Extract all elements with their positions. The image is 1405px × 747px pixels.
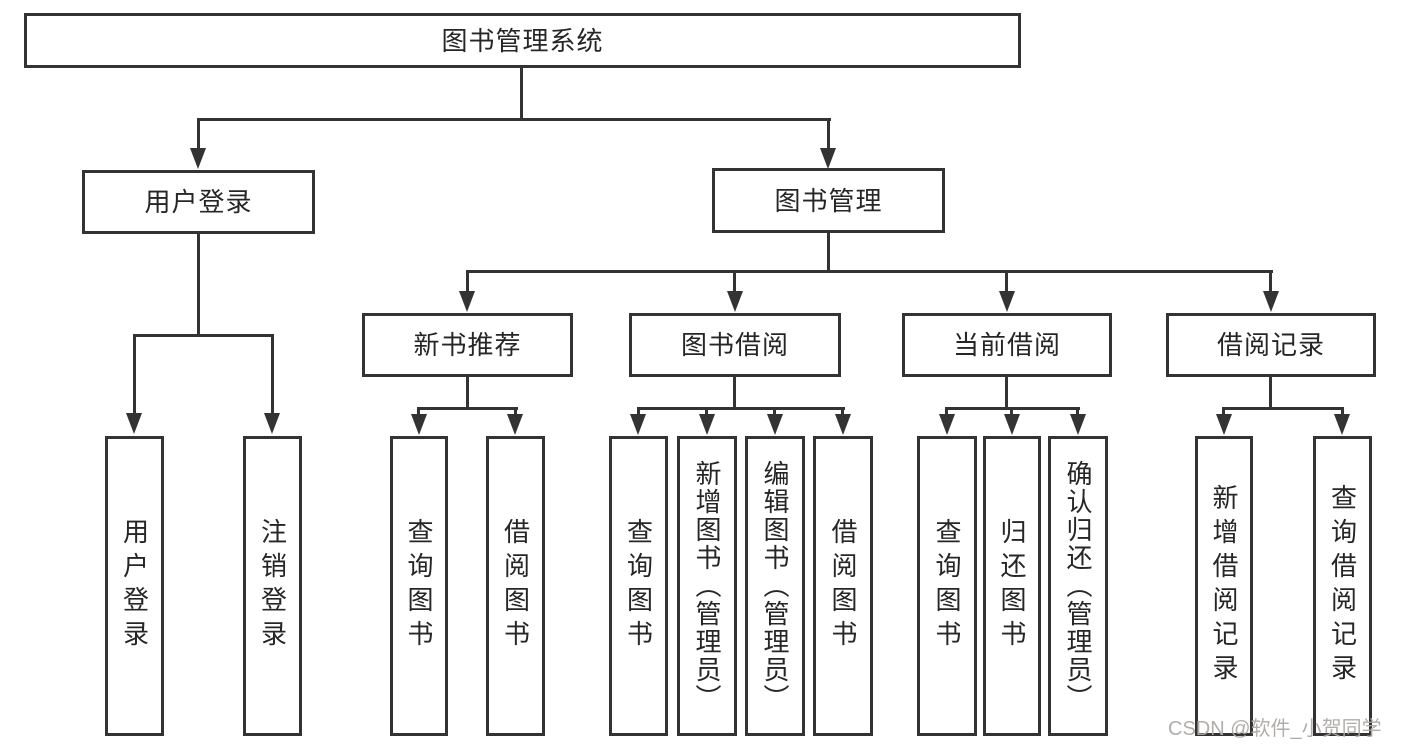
connector-root-stem: [520, 68, 523, 121]
connector-drop-new-book: [466, 273, 469, 291]
arrowhead-book-mgmt: [820, 148, 836, 169]
arrowhead-cb-confirm: [1070, 414, 1086, 435]
leaf-current-query-books: 查询图书: [917, 436, 977, 736]
leaf-newbook-borrow-books: 借阅图书: [486, 436, 545, 736]
connector-drop-bb-add: [705, 410, 708, 414]
leaf-borrow-query-books-label: 查询图书: [623, 518, 654, 654]
arrowhead-leaf-logout: [264, 413, 280, 434]
leaf-newbook-query-books: 查询图书: [390, 436, 448, 736]
leaf-current-return-books: 归还图书: [983, 436, 1041, 736]
node-borrow-records: 借阅记录: [1166, 313, 1376, 377]
connector-drop-cb-query: [945, 410, 948, 414]
arrowhead-cb-return: [1004, 414, 1020, 435]
leaf-borrow-borrow-books: 借阅图书: [813, 436, 873, 736]
leaf-borrow-edit-books-admin-label: 编辑图书（管理员）: [760, 460, 790, 712]
leaf-current-return-books-label: 归还图书: [997, 518, 1027, 654]
node-root-label: 图书管理系统: [441, 25, 604, 56]
leaf-records-add-record: 新增借阅记录: [1195, 436, 1253, 736]
node-borrow-records-label: 借阅记录: [1216, 330, 1325, 360]
arrowhead-borrow-records: [1263, 291, 1279, 312]
leaf-records-query-record-label: 查询借阅记录: [1327, 484, 1358, 688]
connector-drop-cb-return: [1010, 410, 1013, 414]
leaf-current-confirm-return-admin-label: 确认归还（管理员）: [1063, 460, 1093, 712]
connector-book-borrow-branch: [637, 407, 845, 410]
connector-drop-cb-confirm: [1076, 410, 1079, 414]
connector-new-book-branch: [417, 407, 518, 410]
leaf-newbook-borrow-books-label: 借阅图书: [500, 518, 531, 654]
connector-drop-nb-borrow: [514, 410, 517, 414]
connector-drop-leaf-logout: [271, 337, 274, 413]
arrowhead-br-add: [1216, 414, 1232, 435]
connector-drop-book-mgmt: [827, 121, 830, 148]
connector-borrow-records-stem: [1269, 377, 1272, 408]
connector-user-login-branch: [133, 334, 274, 337]
leaf-records-add-record-label: 新增借阅记录: [1209, 484, 1239, 688]
leaf-logout: 注销登录: [243, 436, 302, 736]
arrowhead-new-book: [459, 291, 475, 312]
connector-drop-br-query: [1341, 410, 1344, 414]
arrowhead-current-borrow: [999, 291, 1015, 312]
connector-drop-br-add: [1222, 410, 1225, 414]
arrowhead-book-borrow: [727, 291, 743, 312]
leaf-borrow-query-books: 查询图书: [609, 436, 668, 736]
arrowhead-user-login: [190, 148, 206, 169]
node-book-mgmt-label: 图书管理: [774, 185, 883, 216]
leaf-current-query-books-label: 查询图书: [932, 518, 962, 654]
leaf-borrow-edit-books-admin: 编辑图书（管理员）: [745, 436, 805, 736]
connector-book-mgmt-stem: [827, 233, 830, 273]
leaf-user-login: 用户登录: [105, 436, 164, 736]
node-current-borrow: 当前借阅: [902, 313, 1112, 377]
connector-book-mgmt-branch: [466, 270, 1273, 273]
connector-book-borrow-stem: [733, 377, 736, 408]
arrowhead-nb-query: [411, 414, 427, 435]
leaf-borrow-add-books-admin: 新增图书（管理员）: [677, 436, 737, 736]
watermark: CSDN @软件_小贺同学: [1168, 718, 1382, 740]
node-new-book: 新书推荐: [362, 313, 573, 377]
arrowhead-nb-borrow: [507, 414, 523, 435]
connector-drop-borrow-records: [1269, 273, 1272, 291]
connector-borrow-records-branch: [1222, 407, 1344, 410]
connector-current-borrow-stem: [1005, 377, 1008, 408]
arrowhead-cb-query: [939, 414, 955, 435]
arrowhead-bb-add: [699, 414, 715, 435]
connector-drop-nb-query: [417, 410, 420, 414]
node-book-mgmt: 图书管理: [712, 168, 945, 233]
connector-drop-bb-query: [637, 410, 640, 414]
node-user-login: 用户登录: [82, 170, 315, 234]
connector-root-branch: [197, 118, 831, 121]
leaf-current-confirm-return-admin: 确认归还（管理员）: [1048, 436, 1108, 736]
connector-new-book-stem: [466, 377, 469, 408]
connector-drop-user-login: [197, 121, 200, 148]
arrowhead-bb-query: [630, 414, 646, 435]
leaf-borrow-borrow-books-label: 借阅图书: [828, 518, 858, 654]
connector-user-login-stem: [197, 234, 200, 337]
arrowhead-bb-borrow: [835, 414, 851, 435]
connector-drop-bb-edit: [773, 410, 776, 414]
connector-drop-bb-borrow: [841, 410, 844, 414]
node-current-borrow-label: 当前借阅: [952, 330, 1061, 360]
node-user-login-label: 用户登录: [144, 187, 253, 217]
leaf-logout-label: 注销登录: [257, 518, 288, 654]
node-book-borrow: 图书借阅: [629, 313, 841, 377]
node-book-borrow-label: 图书借阅: [680, 330, 789, 360]
arrowhead-bb-edit: [767, 414, 783, 435]
leaf-newbook-query-books-label: 查询图书: [404, 518, 434, 654]
leaf-borrow-add-books-admin-label: 新增图书（管理员）: [692, 460, 722, 712]
node-root: 图书管理系统: [24, 13, 1021, 68]
leaf-user-login-label: 用户登录: [119, 518, 150, 654]
node-new-book-label: 新书推荐: [413, 330, 522, 360]
connector-current-borrow-branch: [945, 407, 1080, 410]
connector-drop-leaf-user-login: [133, 337, 136, 413]
connector-drop-book-borrow: [733, 273, 736, 291]
leaf-records-query-record: 查询借阅记录: [1313, 436, 1372, 736]
arrowhead-br-query: [1334, 414, 1350, 435]
connector-drop-current-borrow: [1005, 273, 1008, 291]
arrowhead-leaf-user-login: [126, 413, 142, 434]
